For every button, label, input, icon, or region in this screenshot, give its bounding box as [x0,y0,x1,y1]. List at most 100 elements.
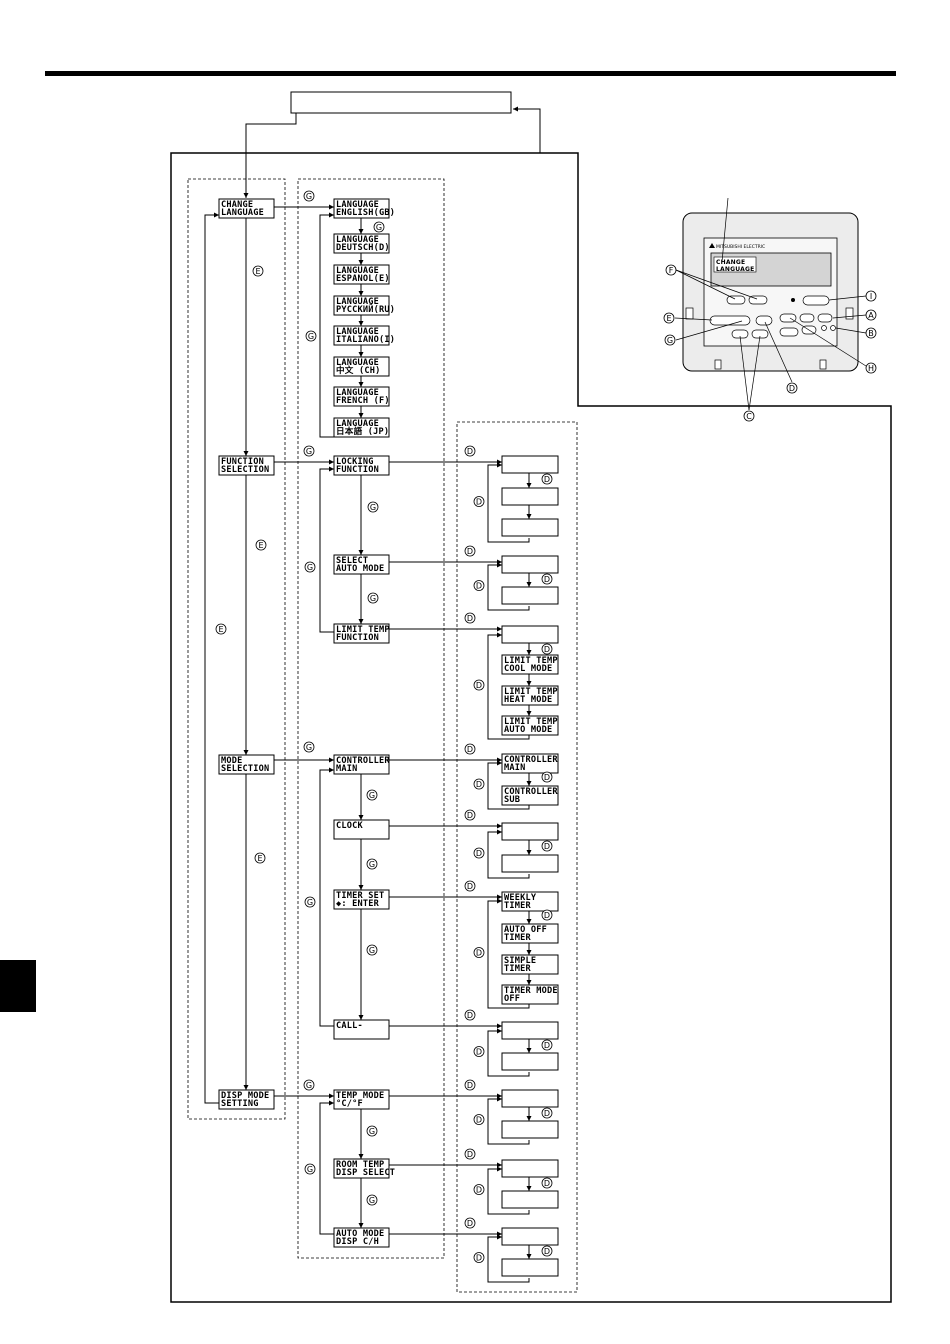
limit-options-box-0-frame [501,625,559,644]
timer-options-box-3-line-2: OFF [504,994,520,1004]
function-g-badge-3-letter: G [307,563,313,572]
timer-options-box-0-line-1: WEEKLY [504,893,537,903]
mode-g-badge-3-letter: G [369,946,375,955]
clock-options-d-badge-step-letter: D [544,842,550,851]
function-g-badge-0-letter: G [306,447,312,456]
fan-button[interactable] [799,313,815,323]
call-options-d-badge-step-letter: D [544,1041,550,1050]
remote-callout-G: G [664,334,676,346]
menu-e-badge-3-ring [215,623,227,635]
room-temp-options-box-1-frame [501,1190,559,1209]
controller-options-d-badge-loop-ring [473,778,485,790]
disp-g-badge-1: G [366,1125,378,1137]
timer-options-box-2-line-2: TIMER [504,964,531,974]
limit-options-box-2-line-2: HEAT MODE [504,695,552,705]
exit-connector [513,106,541,153]
lcd-leader [721,197,729,263]
controller-options-box-1-line-1: CONTROLLER [504,787,558,797]
mode-box-0-line-1: CONTROLLER [336,756,390,766]
auto-mode-options-d-badge-link-letter: D [467,547,473,556]
language-g-badge-0-ring [303,190,315,202]
clock-options-d-badge-step: D [541,840,553,852]
on-off-button[interactable] [802,295,830,306]
louver-button[interactable] [830,325,836,331]
mode-button[interactable] [779,313,797,323]
check-button[interactable] [755,315,773,326]
leader-E [674,317,713,321]
language-box-2-line-2: ESPANOL(E) [336,274,390,284]
disp-box-0: TEMP MODE°C/°F [333,1089,390,1110]
room-temp-options-d-badge-step: D [541,1177,553,1189]
remote-callout-B: B [865,327,877,339]
auto-mode-options-d-badge-step-ring [541,573,553,585]
sub-menu-column-group [297,178,445,1259]
remote-callout-A: A [865,309,877,321]
language-box-6-line-1: LANGUAGE [336,388,379,398]
test-run-button[interactable] [821,325,827,331]
limit-options-box-0 [501,625,559,644]
language-g-badge-2-ring [305,330,317,342]
mode-box-1-line-1: CLOCK [336,821,363,831]
remote-callout-letter-C: C [746,412,752,421]
language-box-0-line-2: ENGLISH(GB) [336,208,395,218]
remote-callout-E: E [663,312,675,324]
remote-callout-ring-E [663,312,675,324]
remote-callout-ring-F [665,264,677,276]
vane-button[interactable] [817,313,833,323]
locking-options-d-badge-step-ring [541,473,553,485]
mode-g-badge-1-ring [366,789,378,801]
menu-box-3-line-2: SETTING [221,1099,259,1109]
mode-g-badge-0-ring [303,741,315,753]
limit-options-box-2-line-1: LIMIT TEMP [504,687,558,697]
timer-menu-button[interactable] [779,327,799,337]
auto-disp-options-d-badge-step-ring [541,1245,553,1257]
remote-controller: MITSUBISHI ELECTRIC CHANGE LANGUAGE [674,197,867,411]
remote-callout-I: I [865,290,877,302]
disp-g-badge-2-ring [366,1194,378,1206]
disp-g-badge-3: G [304,1163,316,1175]
function-g-badge-2-ring [367,592,379,604]
language-g-badge-1: G [373,221,385,233]
room-temp-options-d-badge-loop-ring [473,1184,485,1195]
auto-disp-options-d-badge-loop: D [473,1252,485,1263]
remote-callout-letter-B: B [868,329,874,338]
locking-options-loop-line [487,462,530,543]
limit-options-d-badge-loop-letter: D [476,681,482,690]
room-temp-options-box-1 [501,1190,559,1209]
temp-down-button[interactable] [726,295,746,305]
entry-connector [243,113,297,198]
language-box-4-line-1: LANGUAGE [336,327,379,337]
mode-g-badge-3-ring [366,944,378,956]
room-temp-options-d-badge-loop-letter: D [476,1185,482,1194]
mode-loop-line [319,767,334,1027]
auto-disp-options-box-0 [501,1227,559,1246]
limit-options-d-badge-link-ring [464,612,476,624]
language-box-5-line-2: 中文 (CH) [336,364,380,376]
limit-options-box-3-line-2: AUTO MODE [504,725,552,735]
timer-options-d-badge-loop: D [473,947,485,958]
menu-e-badge-2: E [254,852,266,864]
clock-options-loop-line [487,829,530,879]
language-loop-line [319,212,361,438]
room-temp-options-d-badge-step-letter: D [544,1179,550,1188]
disp-g-badge-0-letter: G [306,1081,312,1090]
timer-options-d-badge-link-ring [464,880,476,892]
limit-options-d-badge-step: D [541,643,553,655]
locking-options-box-1 [501,487,559,506]
remote-callout-letter-F: F [669,266,674,275]
leader-C1 [739,335,750,411]
clock-options-box-1 [501,854,559,873]
mode-g-badge-1: G [366,789,378,801]
timer-options-box-1-line-2: TIMER [504,933,531,943]
temp-mode-options-d-badge-step: D [541,1107,553,1119]
menu-e-badge-0-letter: E [255,267,260,276]
filter-button[interactable] [709,315,751,326]
temp-mode-options-box-1-frame [501,1120,559,1139]
